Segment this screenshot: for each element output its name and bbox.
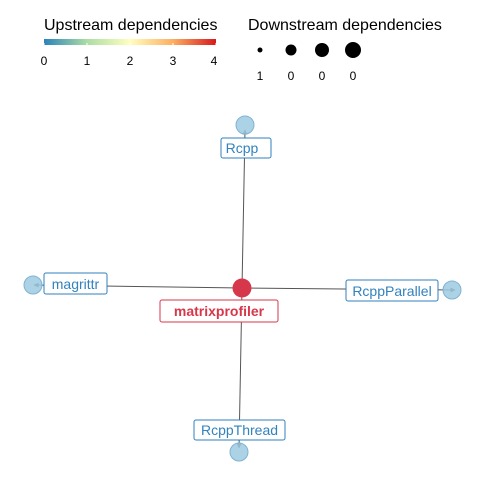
node-label-text: RcppThread <box>201 422 278 438</box>
node-magrittr[interactable] <box>23 275 43 295</box>
downstream-tick-label: 1 <box>257 69 264 83</box>
node-label-rcpp[interactable]: Rcpp <box>220 137 272 159</box>
node-rcppthread[interactable] <box>229 442 249 462</box>
node-matrixprofiler[interactable] <box>232 278 252 298</box>
downstream-tick-label: 0 <box>319 69 326 83</box>
upstream-tick-label: 0 <box>41 54 48 68</box>
node-label-text: RcppParallel <box>352 283 431 299</box>
node-label-text: Rcpp <box>226 140 259 156</box>
downstream-tick-label: 0 <box>350 69 357 83</box>
upstream-legend-title: Upstream dependencies <box>44 17 217 34</box>
downstream-legend-title: Downstream dependencies <box>248 17 442 34</box>
node-label-magrittr[interactable]: magrittr <box>43 272 108 295</box>
dependency-nodes <box>23 115 462 462</box>
node-label-rcppparallel[interactable]: RcppParallel <box>345 279 439 302</box>
downstream-size-dot <box>257 47 263 53</box>
upstream-ticks <box>43 43 217 47</box>
upstream-legend: Upstream dependencies 0 1 2 3 4 <box>41 17 218 68</box>
upstream-color-bar <box>44 39 216 45</box>
root-label-text: matrixprofiler <box>174 303 265 319</box>
downstream-size-dot <box>315 43 329 57</box>
upstream-tick-label: 4 <box>211 54 218 68</box>
upstream-tick-label: 3 <box>170 54 177 68</box>
node-label-matrixprofiler[interactable]: matrixprofiler <box>159 299 279 323</box>
upstream-tick-label: 1 <box>84 54 91 68</box>
downstream-size-dot <box>285 44 297 56</box>
downstream-legend: Downstream dependencies 1 0 0 0 <box>248 17 442 83</box>
node-rcppparallel[interactable] <box>442 280 462 300</box>
downstream-tick-label: 0 <box>288 69 295 83</box>
node-label-rcppthread[interactable]: RcppThread <box>193 419 286 441</box>
node-label-text: magrittr <box>52 276 100 292</box>
downstream-size-dot <box>345 42 361 58</box>
upstream-tick-label: 2 <box>127 54 134 68</box>
node-rcpp[interactable] <box>235 115 255 135</box>
